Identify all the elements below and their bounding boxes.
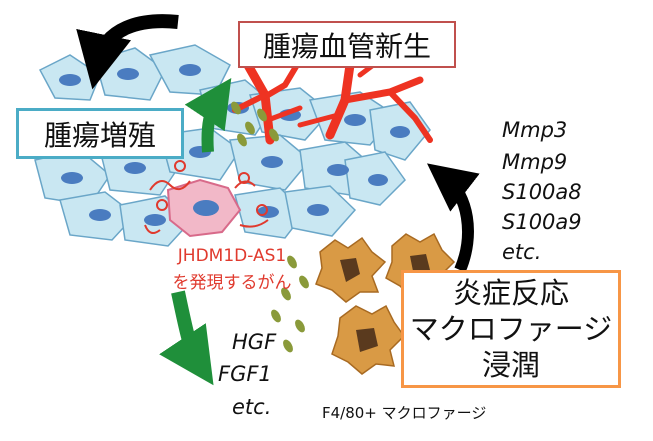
macrophage-gene-mmp9: Mmp9 [502,150,568,174]
macrophage-gene-mmp3: Mmp3 [502,118,568,142]
growth-factor-dots [231,101,309,353]
angiogenesis-arrow [184,78,232,153]
macrophage-gene-s100a8: S100a8 [502,180,582,204]
macrophage-gene-etc: etc. [502,240,542,264]
angiogenesis-label: 腫瘍血管新生 [262,29,431,63]
growth-factor-fgf1: FGF1 [218,362,272,386]
angiogenesis-box: 腫瘍血管新生 [238,21,456,68]
proliferation-label: 腫瘍増殖 [43,118,156,152]
growth-factor-etc: etc. [232,395,272,419]
proliferation-box: 腫瘍増殖 [16,108,184,159]
tumor-cell-label-line-1: JHDM1D-AS1 [177,246,287,266]
proliferation-arrow [76,14,179,90]
inflammation-line-1: 炎症反応 [452,276,569,310]
blood-vessels [232,55,433,145]
jhdm1d-as1-cell [144,160,269,238]
inflammation-box: 炎症反応 マクロファージ 浸潤 [401,270,621,388]
macrophage-gene-s100a9: S100a9 [502,210,582,234]
tumor-cell-label-line-2: を発現するがん [172,273,292,293]
growth-factor-arrow [159,290,214,386]
inflammation-line-2: マクロファージ [409,312,613,346]
macrophage-caption: F4/80+ マクロファージ [322,404,487,422]
growth-factor-hgf: HGF [232,330,277,354]
inflammation-line-3: 浸潤 [481,348,540,382]
macrophage-feedback-arrow [427,163,480,273]
